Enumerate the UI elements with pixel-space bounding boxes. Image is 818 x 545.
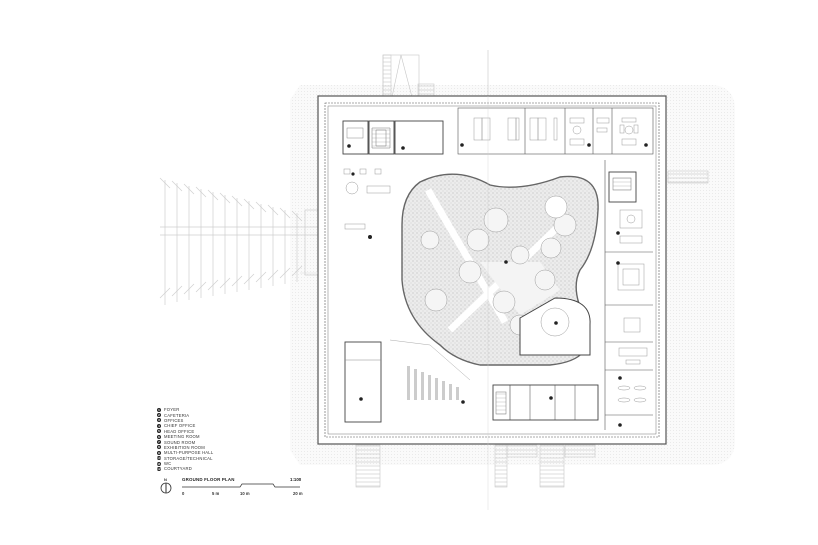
courtyard [401,173,599,366]
legend-label: CHIEF OFFICE [164,423,196,429]
legend-label: MEETING ROOM [164,434,200,440]
legend-number: 10 [157,456,161,461]
legend-number: 4 [157,423,161,428]
south-stairs [355,444,596,488]
legend-label: EXHIBITION ROOM [164,444,205,450]
east-bridge [667,170,709,184]
legend-label: WC [164,461,172,467]
service-core-northwest [342,120,444,155]
legend-label: STORAGE/TECHNICAL [164,455,213,461]
legend-label: OFFICES [164,417,184,423]
entrance-canopy [159,177,324,305]
legend-number: 5 [157,429,161,434]
multi-purpose-hall [344,341,382,423]
offices-north [457,107,654,155]
drawing-title: GROUND FLOOR PLAN [182,477,235,482]
legend-number: 3 [157,418,161,423]
legend-number: 8 [157,445,161,450]
exhibition-seating [407,366,465,404]
scale-tick-20m: 20 m [293,491,303,496]
legend-label: HEAD OFFICE [164,428,195,434]
legend-number: 11 [157,461,161,466]
legend-number: 12 [157,466,161,471]
service-block-south [492,384,599,421]
legend-label: CAFETERIA [164,412,190,418]
structural-grid [300,96,489,510]
meeting-rooms-east [604,160,653,430]
scale-tick-10m: 10 m [240,491,250,496]
legend-number: 2 [157,413,161,418]
legend-number: 1 [157,407,161,412]
scale-ratio: 1:100 [290,477,302,482]
legend-label: MULTI-PURPOSE HALL [164,450,214,456]
legend-number: 7 [157,440,161,445]
foyer-furniture [343,168,391,239]
legend-label: SOUND ROOM [164,439,196,445]
north-label: N [164,477,167,482]
exhibition-boundary [389,339,471,381]
legend-label: COURTYARD [164,466,192,472]
scale-tick-0: 0 [182,491,185,496]
legend-number: 9 [157,450,161,455]
scale-tick-5m: 5 m [212,491,220,496]
legend-label: FOYER [164,407,180,413]
legend-number: 6 [157,434,161,439]
